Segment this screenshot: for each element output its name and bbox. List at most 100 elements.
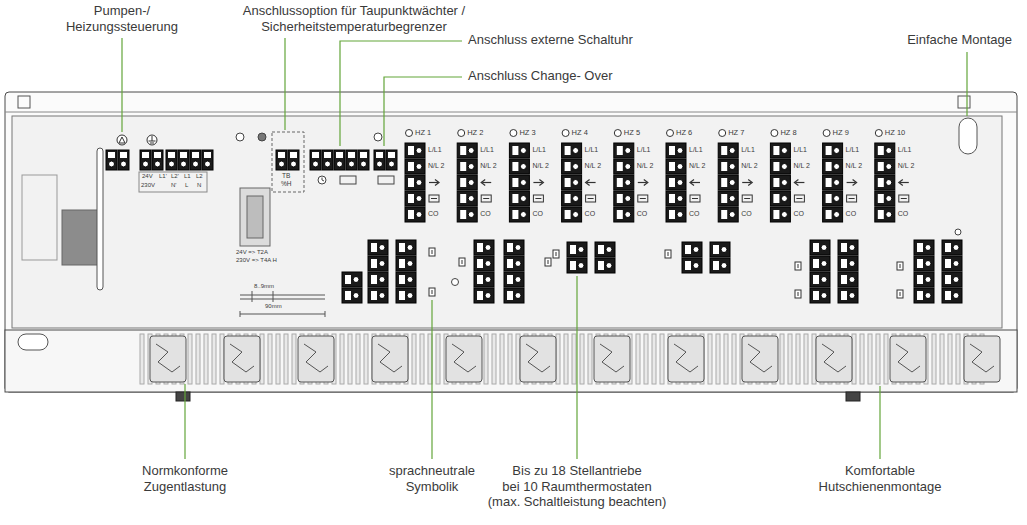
zone-led	[875, 130, 882, 137]
terminal-screw	[729, 196, 735, 202]
screw-terminal	[770, 175, 790, 190]
text-line: HZ 3	[519, 128, 535, 137]
actuator-terminal	[368, 240, 388, 255]
terminal-screw	[416, 196, 422, 202]
screw-terminal	[457, 143, 477, 158]
text-line: HZ 4	[572, 128, 588, 137]
terminal-opening	[945, 259, 951, 268]
relief-slat	[260, 334, 264, 384]
terminal-opening	[878, 162, 884, 171]
relief-slat	[276, 334, 280, 384]
leader-line	[966, 52, 967, 116]
change-over-symbol	[378, 176, 394, 184]
direction-arrow	[899, 180, 903, 186]
screw-terminal	[718, 143, 738, 158]
actuator-symbol	[665, 250, 671, 258]
direction-arrow	[795, 182, 804, 183]
mounting-slot	[959, 118, 977, 154]
direction-arrow	[691, 182, 700, 183]
terminal-screw	[155, 161, 161, 167]
sensor-symbol	[431, 198, 437, 199]
text-line: 230V	[141, 182, 155, 189]
text-line: 8..9mm	[254, 283, 274, 290]
terminal-opening	[826, 162, 832, 171]
text-line: CO	[428, 210, 439, 218]
screw-terminal	[718, 159, 738, 174]
actuator-terminal	[368, 288, 388, 303]
zone-led	[562, 130, 569, 137]
terminal-opening	[371, 275, 377, 284]
terminal-screw	[781, 164, 787, 170]
actuator-terminal	[595, 258, 615, 273]
sensor-symbol	[744, 198, 750, 199]
direction-arrow	[539, 180, 543, 186]
direction-arrow	[847, 182, 856, 183]
cable-clip	[600, 344, 624, 372]
actuator-terminal	[838, 288, 858, 303]
terminal-screw	[925, 277, 931, 283]
actuator-symbol	[897, 262, 903, 270]
terminal-screw	[520, 196, 526, 202]
terminal-screw	[677, 164, 683, 170]
screw-terminal	[386, 150, 397, 170]
text-line: N/L 2	[741, 162, 757, 170]
terminal-screw	[834, 180, 840, 186]
relief-slat	[804, 334, 808, 384]
terminal-screw	[886, 164, 892, 170]
terminal-screw	[485, 277, 491, 283]
text-line: L/L1	[428, 146, 442, 154]
callout-label: Pumpen-/ Heizungssteuerung	[66, 3, 178, 34]
terminal-screw	[520, 148, 526, 154]
terminal-opening	[773, 210, 779, 219]
terminal-label: N/L 2	[793, 162, 809, 170]
terminal-screw	[578, 263, 584, 269]
text-line: N/L 2	[637, 162, 653, 170]
terminal-opening	[945, 243, 951, 252]
sensor-symbol	[535, 198, 541, 199]
terminal-screw	[606, 263, 612, 269]
terminal-opening	[512, 178, 518, 187]
relief-slat	[268, 334, 272, 384]
terminal-label: L	[185, 182, 188, 189]
terminal-label: N'	[171, 182, 176, 189]
zone-led	[771, 130, 778, 137]
screw-terminal	[562, 191, 582, 206]
terminal-opening	[841, 275, 847, 284]
terminal-opening	[192, 152, 199, 158]
text-line: L2	[196, 173, 203, 180]
actuator-terminal	[942, 272, 962, 287]
terminal-screw	[468, 212, 474, 218]
actuator-terminal	[810, 240, 830, 255]
zone-led	[667, 130, 674, 137]
terminal-opening	[826, 146, 832, 155]
terminal-label: L/L1	[793, 146, 807, 154]
text-line: %H	[281, 180, 291, 188]
terminal-screw	[573, 212, 579, 218]
cable-clip	[816, 336, 852, 382]
actuator-terminal	[504, 272, 524, 287]
actuator-terminal	[342, 288, 362, 303]
direction-arrow	[429, 182, 438, 183]
terminal-label: TB	[282, 172, 290, 180]
text-line: Sicherheitstemperaturbegrenzer	[243, 19, 465, 35]
fuse	[247, 196, 263, 238]
terminal-opening	[477, 291, 483, 300]
fuse-label: 24V => T2A	[236, 249, 268, 256]
terminal-screw	[313, 161, 319, 167]
terminal-opening	[813, 259, 819, 268]
actuator-terminal	[914, 256, 934, 271]
actuator-symbol	[429, 248, 435, 256]
terminal-screw	[520, 212, 526, 218]
board-dot	[258, 133, 266, 141]
callout-label: Normkonforme Zugentlastung	[142, 463, 228, 494]
actuator-terminal	[810, 288, 830, 303]
relief-slat	[580, 334, 584, 384]
terminal-label: N/L 2	[689, 162, 705, 170]
terminal-screw	[573, 148, 579, 154]
terminal-opening	[617, 194, 623, 203]
actuator-terminal	[942, 256, 962, 271]
ground-symbol	[152, 136, 153, 141]
sensor-symbol	[588, 198, 594, 199]
terminal-label: CO	[689, 210, 700, 218]
text-line: N/L 2	[793, 162, 809, 170]
